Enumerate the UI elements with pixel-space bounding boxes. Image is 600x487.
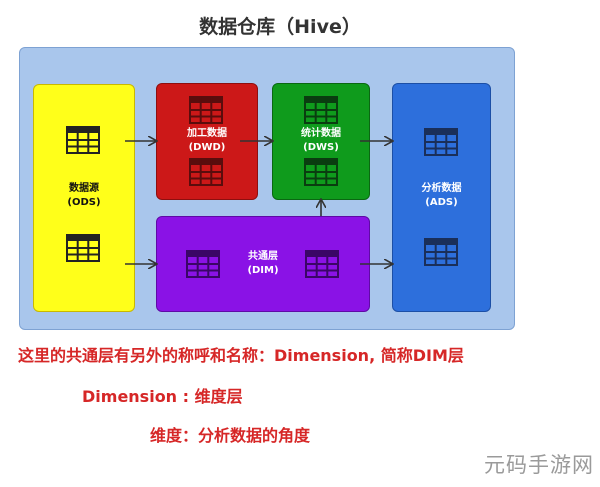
ads-layer-box bbox=[392, 83, 491, 312]
dws-name: 统计数据 bbox=[301, 128, 341, 139]
table-grid-icon bbox=[424, 238, 458, 266]
table-grid-icon bbox=[189, 96, 223, 124]
dim-name: 共通层 bbox=[248, 251, 278, 262]
ods-code: (ODS) bbox=[67, 197, 101, 208]
dwd-label: 加工数据 (DWD) bbox=[156, 127, 258, 155]
table-grid-icon bbox=[304, 158, 338, 186]
dim-code: (DIM) bbox=[247, 265, 279, 276]
ods-label: 数据源 (ODS) bbox=[33, 182, 135, 210]
dwd-name: 加工数据 bbox=[187, 128, 227, 139]
ads-label: 分析数据 (ADS) bbox=[392, 182, 491, 210]
table-grid-icon bbox=[66, 234, 100, 262]
ods-layer-box bbox=[33, 84, 135, 312]
note-dimension: Dimension : 维度层 bbox=[82, 387, 243, 406]
note-dim-alias: 这里的共通层有另外的称呼和名称：Dimension, 简称DIM层 bbox=[18, 346, 464, 365]
table-grid-icon bbox=[186, 250, 220, 278]
dim-label: 共通层 (DIM) bbox=[226, 250, 300, 278]
note-dimension-meaning: 维度：分析数据的角度 bbox=[150, 426, 311, 445]
watermark: 元码手游网 bbox=[484, 453, 594, 477]
dwd-code: (DWD) bbox=[188, 142, 226, 153]
diagram-title: 数据仓库（Hive） bbox=[199, 16, 361, 38]
table-grid-icon bbox=[66, 126, 100, 154]
dws-code: (DWS) bbox=[303, 142, 339, 153]
table-grid-icon bbox=[424, 128, 458, 156]
ods-name: 数据源 bbox=[69, 183, 99, 194]
table-grid-icon bbox=[189, 158, 223, 186]
dws-label: 统计数据 (DWS) bbox=[272, 127, 370, 155]
ads-code: (ADS) bbox=[425, 197, 458, 208]
table-grid-icon bbox=[304, 96, 338, 124]
ads-name: 分析数据 bbox=[421, 183, 462, 194]
table-grid-icon bbox=[305, 250, 339, 278]
